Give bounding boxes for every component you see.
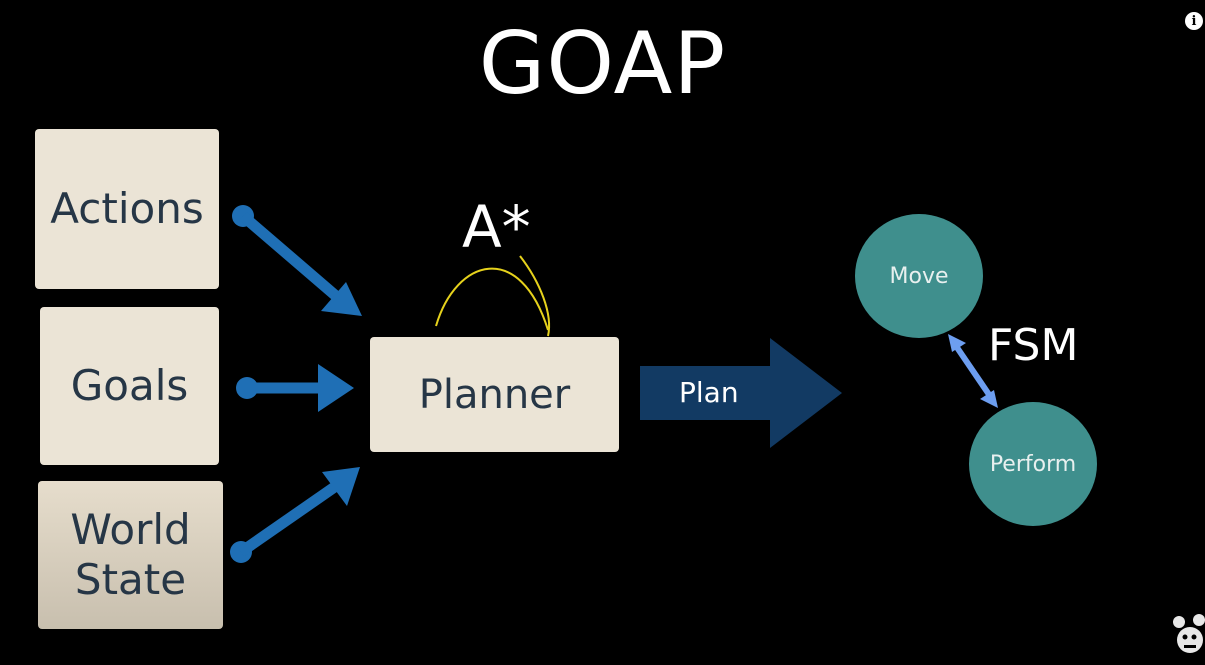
info-icon[interactable]: i [1185,12,1203,30]
plan-arrow [640,338,842,448]
arrow-world-to-planner [230,467,360,563]
plan-label: Plan [679,376,739,409]
fsm-state-perform: Perform [969,402,1097,526]
astar-curve-small [519,255,550,337]
astar-curve-main [435,267,549,331]
planner-label: Planner [418,371,571,418]
world-state-label-line2: State [74,555,187,604]
page-title: GOAP [478,14,727,114]
goals-label: Goals [70,360,189,410]
actions-label: Actions [50,183,204,233]
world-state-box: World State [38,481,223,629]
fsm-link-arrow [948,334,998,408]
arrow-actions-to-planner [232,205,362,316]
goals-box: Goals [40,307,219,465]
arrow-goals-to-planner [236,364,354,412]
fsm-label: FSM [988,320,1079,371]
actions-box: Actions [35,129,219,289]
planner-box: Planner [370,337,619,452]
astar-label: A* [462,193,531,261]
fsm-state-move: Move [855,214,983,338]
world-state-label-line1: World [70,504,191,554]
